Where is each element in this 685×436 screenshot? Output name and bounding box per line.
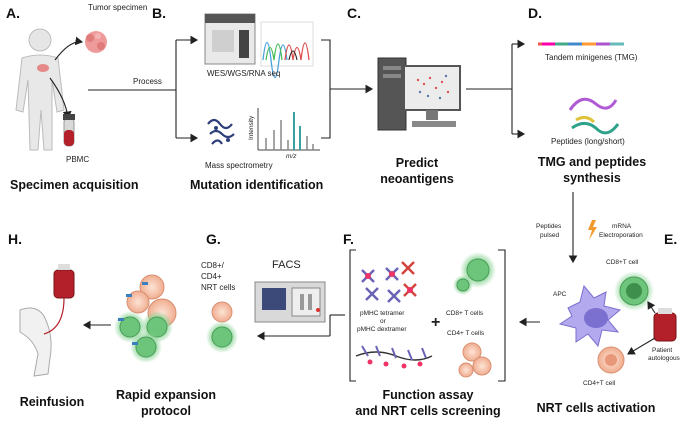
cd4-tcell-icon [597,346,625,374]
step-f-title-2: and NRT cells screening [355,404,500,418]
tmg-label: Tandem minigenes (TMG) [545,53,638,62]
step-e-title: NRT cells activation [537,401,656,415]
peptides-label: Peptides (long/short) [551,137,625,146]
cd4-cells-label: CD4+ T cells [447,330,485,337]
dna-strand-icon [207,118,235,145]
apc-cell-icon [558,284,622,348]
sequencing-chromatogram [260,21,314,79]
cd8-tcells-group [453,252,496,295]
tetramer-label-1: pMHC tetramer [360,310,405,317]
step-g-title-2: protocol [141,404,191,418]
mass-spectrum-plot [257,108,320,151]
step-d-title-1: TMG and peptides [538,155,646,169]
lightning-icon [588,220,597,240]
step-c-title-2: neoantigens [380,172,454,186]
step-g-title-1: Rapid expansion [116,388,216,402]
step-d-letter: D. [528,5,542,21]
nrt-cells-pair [206,301,238,353]
bracket-left [349,249,356,382]
step-f-letter: F. [343,231,354,247]
ms-ylabel: Intensity [248,115,255,140]
tetramer-label-2: or [380,318,387,325]
step-c-title-1: Predict [396,156,439,170]
step-b-letter: B. [152,5,166,21]
ms-label: Mass spectrometry [205,161,273,170]
patient-label-2: autologous [648,355,681,362]
patient-label-1: Patient [652,347,672,354]
step-g-letter: G. [206,231,221,247]
dextramer-icon [355,345,433,369]
tetramer-label-3: pMHC dextramer [357,326,407,333]
step-h-letter: H. [8,231,22,247]
nrt-label-1: CD8+/ [201,261,225,270]
seq-label: WES/WGS/RNA seq [207,69,280,78]
cd8-cells-label: CD8+ T cells [446,310,484,317]
pbmc-label: PBMC [66,155,89,164]
cd4-label: CD4+T cell [583,380,616,387]
step-a-title: Specimen acquisition [10,178,139,192]
peptide-icon [568,97,620,135]
peptides-pulsed-1: Peptides [536,223,562,230]
process-label: Process [133,77,162,86]
cd4-tcells-group [458,342,492,378]
apc-label: APC [553,291,567,298]
step-a-letter: A. [6,5,20,21]
cd8-label: CD8+T cell [606,259,639,266]
step-e-letter: E. [664,231,677,247]
arm-icon [19,307,52,377]
cd8-tcell-icon [614,271,654,311]
step-f-title-1: Function assay [383,388,474,402]
nrt-label-3: NRT cells [201,283,235,292]
step-b-title: Mutation identification [190,178,323,192]
plus-sign: + [431,314,440,331]
mrna-label-2: Electroporation [599,232,643,239]
facs-label: FACS [272,259,301,271]
mrna-label-1: mRNA [612,223,632,230]
bracket-right [498,249,506,382]
sequencer-icon [204,13,256,65]
peptides-pulsed-2: pulsed [540,232,560,239]
step-h-title: Reinfusion [20,395,85,409]
blood-tube-icon [63,114,75,147]
step-d-title-2: synthesis [563,171,621,185]
computer-icon [377,57,461,131]
tumor-icon [85,31,107,53]
reinfusion-bag-icon [43,264,75,335]
human-body-icon [15,28,65,151]
facs-machine-icon [254,281,326,323]
tetramer-icon [361,261,417,303]
blood-bag-icon [653,308,677,342]
ms-xlabel: m/z [286,153,297,160]
step-c-letter: C. [347,5,361,21]
tumor-specimen-label: Tumor specimen [88,3,147,12]
nrt-label-2: CD4+ [201,272,222,281]
expanded-cells-cluster [114,274,177,363]
